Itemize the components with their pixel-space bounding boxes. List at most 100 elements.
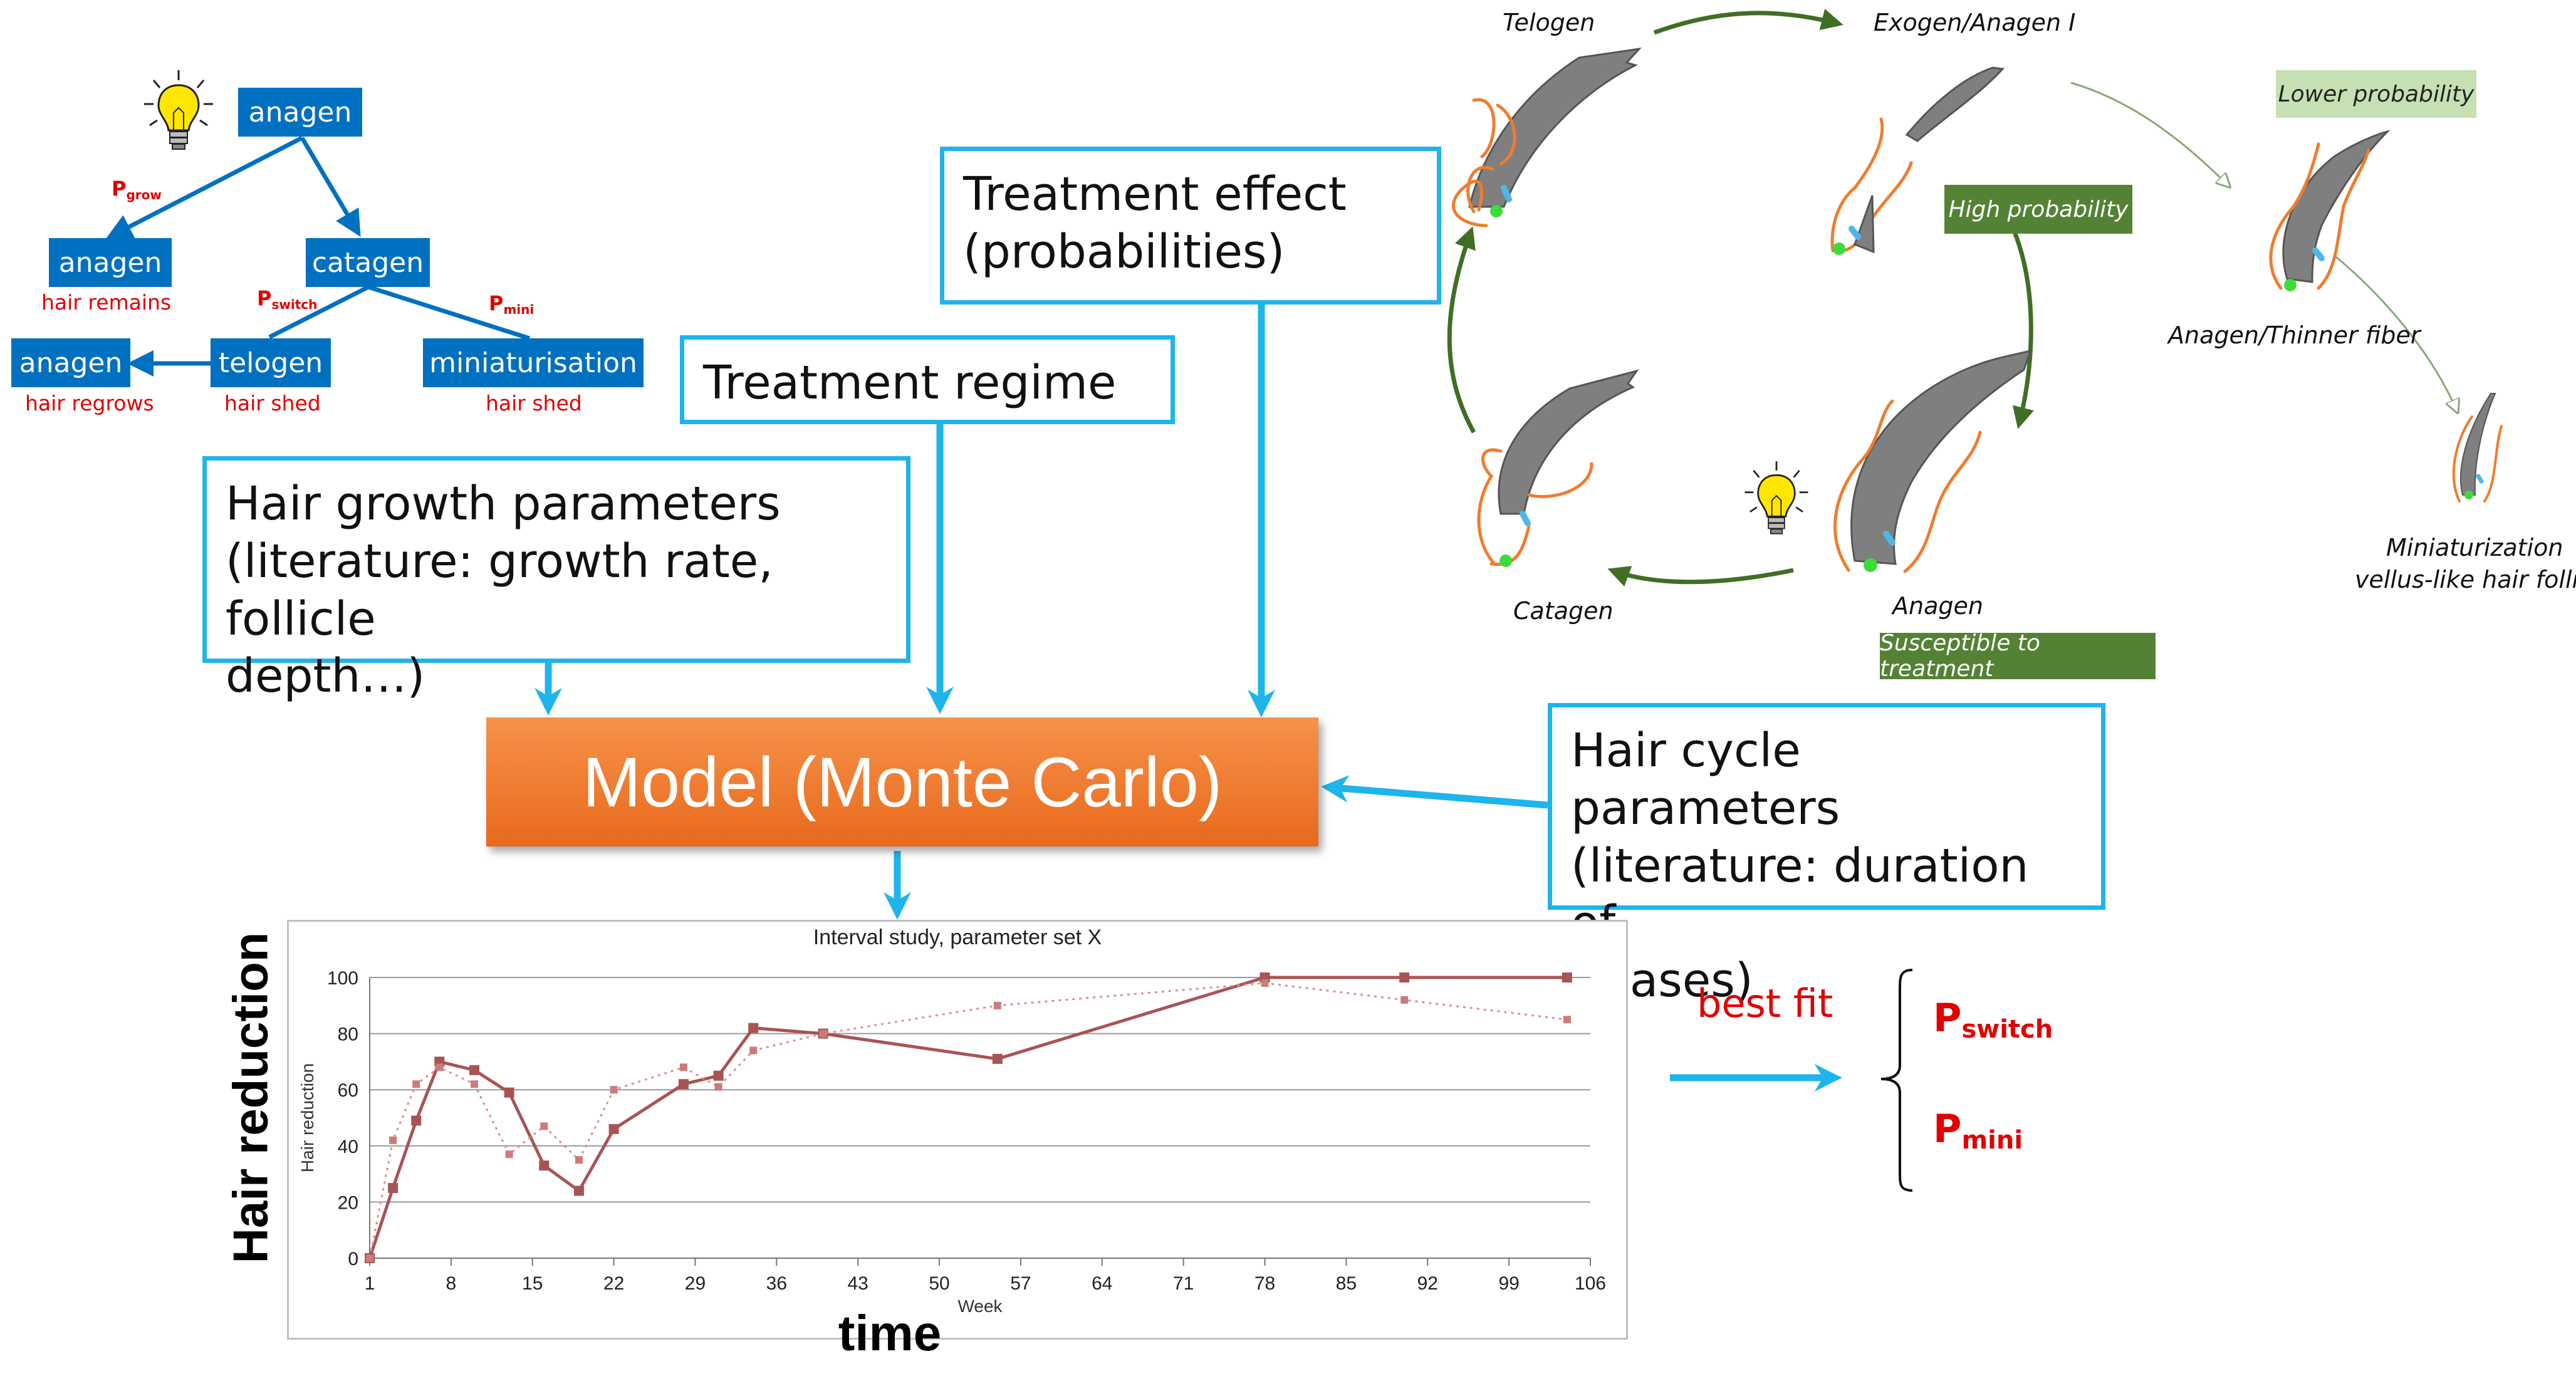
data-point-dotted: [366, 1254, 373, 1262]
x-tick-label: 8: [446, 1273, 457, 1294]
chart-y-axis-label: Hair reduction: [298, 1063, 317, 1172]
y-tick-label: 20: [338, 1192, 358, 1213]
badge-susceptible-to-treatment: Susceptible to treatment: [1880, 630, 2156, 682]
tree-node-catagen: catagen: [306, 238, 430, 287]
cycle-label-exogen: Exogen/Anagen I: [1874, 9, 2076, 36]
data-point-solid: [573, 1185, 584, 1196]
x-tick-label: 106: [1575, 1273, 1606, 1294]
x-tick-label: 57: [1010, 1273, 1031, 1294]
badge-lower-probability: Lower probability: [2276, 70, 2476, 118]
tree-node-anagen-root: anagen: [238, 88, 362, 137]
tree-note-hair-remains: hair remains: [41, 290, 172, 315]
follicle-mini: [2452, 393, 2503, 503]
data-point-solid: [1562, 972, 1572, 982]
badge-high-probability: High probability: [1944, 185, 2132, 234]
hair-cycle-parameters-box: Hair cycle parameters (literature: durat…: [1548, 703, 2105, 1008]
chart-title: Interval study, parameter set X: [813, 925, 1102, 949]
tree-note-hair-regrows: hair regrows: [25, 391, 154, 415]
data-point-solid: [678, 1079, 689, 1090]
data-point-dotted: [1400, 996, 1409, 1004]
data-point-dotted: [435, 1063, 444, 1071]
cycle-label-thinner-fiber: Anagen/Thinner fiber: [2168, 321, 2421, 349]
tree-node-anagen-grow: anagen: [49, 238, 172, 287]
chart-x-axis-label: Week: [957, 1296, 1003, 1316]
data-point-dotted: [993, 1001, 1001, 1009]
x-tick-label: 99: [1498, 1273, 1519, 1294]
x-tick-label: 15: [522, 1273, 543, 1294]
best-fit-p-switch: Pswitch: [1933, 995, 2053, 1044]
flow-arrows: [534, 304, 1842, 1092]
data-point-solid: [748, 1023, 759, 1033]
x-tick-label: 36: [766, 1273, 787, 1294]
cycle-label-miniaturization-1: Miniaturization: [2386, 534, 2563, 561]
data-point-solid: [713, 1070, 724, 1081]
p-switch-label: Pswitch: [257, 286, 318, 312]
data-point-solid: [1399, 972, 1410, 982]
x-tick-label: 71: [1173, 1273, 1194, 1294]
y-tick-label: 60: [338, 1080, 358, 1101]
treatment-effect-line-1: Treatment effect: [963, 167, 1347, 221]
data-point-dotted: [575, 1156, 583, 1164]
hair-growth-parameters-box: Hair growth parameters (literature: grow…: [202, 456, 910, 703]
hair-cycle-line-1: Hair cycle parameters: [1571, 724, 1840, 835]
hair-growth-line-1: Hair growth parameters: [226, 477, 781, 531]
data-point-solid: [539, 1160, 550, 1171]
treatment-regime-line-1: Treatment regime: [703, 356, 1117, 410]
follicle-thinner: [2269, 130, 2391, 291]
data-point-solid: [504, 1087, 514, 1098]
data-point-dotted: [412, 1080, 420, 1088]
lightbulb-icon: [144, 70, 213, 150]
data-point-dotted: [470, 1080, 478, 1088]
follicle-telogen: [1451, 47, 1642, 227]
x-tick-label: 29: [685, 1273, 706, 1294]
tree-node-anagen-regrow: anagen: [11, 338, 130, 387]
hair-cycle-line-2: (literature: duration of: [1571, 838, 2029, 951]
data-point-solid: [388, 1183, 399, 1193]
x-tick-label: 1: [365, 1273, 375, 1294]
treatment-effect-line-2: (probabilities): [963, 224, 1285, 279]
data-point-solid: [411, 1115, 422, 1126]
data-point-dotted: [819, 1029, 827, 1038]
best-fit-brace: [1880, 969, 1913, 1192]
series-line-solid: [368, 976, 1567, 1259]
treatment-effect-box: Treatment effect (probabilities): [940, 147, 1441, 305]
lightbulb-icon: [1744, 461, 1808, 534]
tree-connectors: [105, 135, 531, 377]
cycle-label-anagen: Anagen: [1892, 592, 1983, 620]
outer-y-axis-label: Hair reduction: [222, 932, 278, 1264]
outer-x-axis-label: time: [838, 1305, 942, 1361]
tree-note-hair-shed-mini: hair shed: [486, 391, 582, 415]
cycle-label-catagen: Catagen: [1513, 597, 1614, 625]
y-tick-label: 100: [327, 968, 358, 989]
tree-note-hair-shed-telogen: hair shed: [224, 391, 321, 415]
y-tick-label: 80: [338, 1024, 358, 1045]
follicle-exogen: [1830, 66, 2005, 255]
y-tick-label: 0: [348, 1249, 358, 1269]
x-tick-label: 43: [848, 1273, 868, 1294]
y-tick-label: 40: [338, 1137, 358, 1157]
data-point-dotted: [505, 1150, 513, 1159]
p-grow-label: Pgrow: [112, 177, 162, 202]
cycle-label-miniaturization-2: vellus-like hair follicle: [2355, 566, 2576, 593]
data-point-dotted: [610, 1086, 618, 1094]
data-point-dotted: [389, 1136, 397, 1144]
data-point-solid: [469, 1065, 479, 1075]
x-tick-label: 64: [1092, 1273, 1112, 1294]
best-fit-p-mini: Pmini: [1933, 1106, 2023, 1155]
hair-growth-line-3: depth…): [226, 649, 425, 704]
chart-frame: Interval study, parameter set X: [287, 920, 1628, 1340]
treatment-regime-box: Treatment regime: [680, 335, 1175, 424]
best-fit-label: best fit: [1697, 981, 1833, 1026]
data-point-solid: [992, 1053, 1003, 1064]
data-point-dotted: [540, 1122, 548, 1130]
follicle-anagen: [1833, 349, 2032, 573]
data-point-dotted: [1261, 979, 1269, 987]
hair-growth-line-2: (literature: growth rate, follicle: [226, 534, 773, 646]
data-point-dotted: [1563, 1016, 1571, 1024]
x-tick-label: 22: [603, 1273, 624, 1294]
x-tick-label: 78: [1254, 1273, 1275, 1294]
model-monte-carlo: Model (Monte Carlo): [486, 717, 1318, 847]
p-mini-label: Pmini: [489, 291, 534, 317]
cycle-light-arrows: [2070, 81, 2458, 412]
tree-node-miniaturisation: miniaturisation: [423, 338, 644, 387]
